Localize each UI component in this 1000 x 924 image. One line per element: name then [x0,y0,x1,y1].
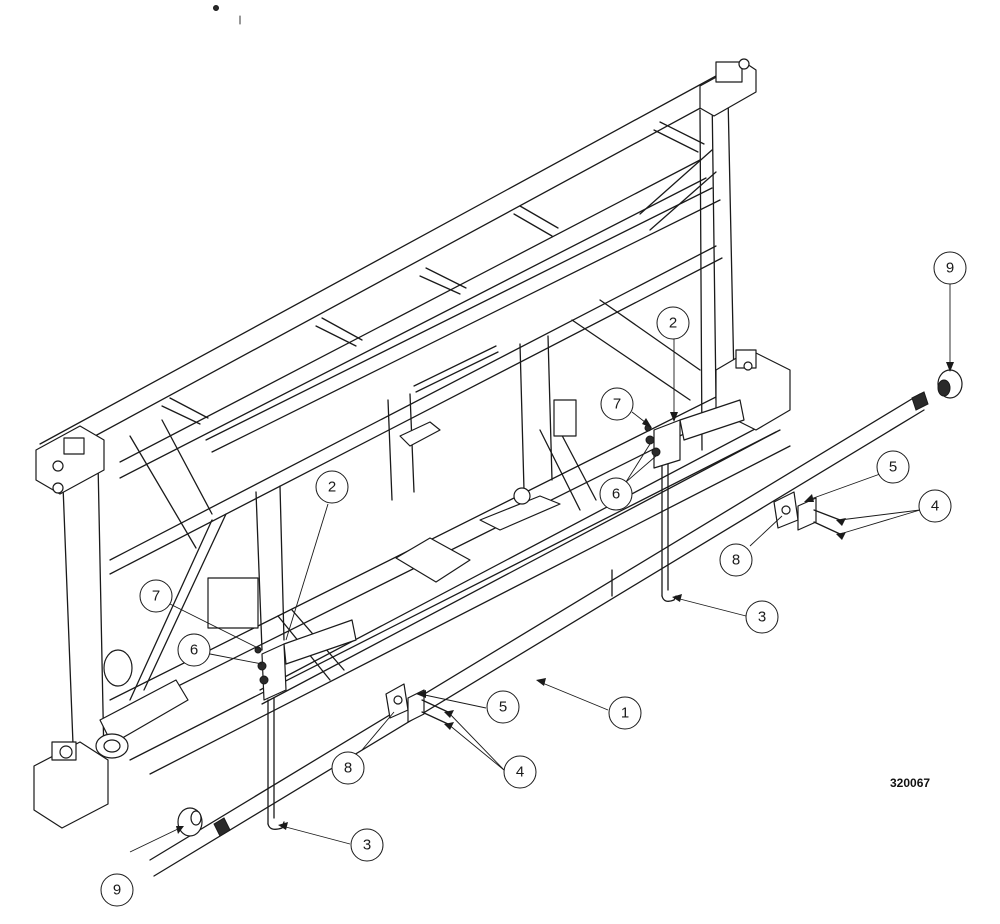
leader-lines [129,284,954,853]
figure-number: 320067 [890,776,931,790]
callout-9-right: 9 [933,251,967,285]
callout-3-left: 3 [350,828,384,862]
callout-label: 6 [190,642,198,659]
lower-left-pivot [33,679,189,829]
callout-label: 7 [152,588,160,605]
callout-8-left: 8 [331,751,365,785]
callout-5-right: 5 [876,450,910,484]
callout-2-left: 2 [315,470,349,504]
callout-label: 9 [113,882,121,899]
left-hinge [35,425,105,495]
end-cap-right [937,369,963,399]
callout-label: 7 [613,396,621,413]
callout-7-left: 7 [139,579,173,613]
callout-label: 8 [344,760,352,777]
right-bracket-assembly [644,399,841,602]
callout-4-left: 4 [503,755,537,789]
callout-6-left: 6 [177,633,211,667]
stray-mark [213,5,219,11]
upper-right-hinge [699,58,757,117]
callout-label: 2 [669,315,677,332]
callout-9-left: 9 [100,873,134,907]
callout-label: 3 [363,837,371,854]
callout-4-right: 4 [918,489,952,523]
callout-label: 9 [946,260,954,277]
callout-label: 4 [931,498,939,515]
boom-frame [39,75,791,775]
callout-1: 1 [608,696,642,730]
callout-label: 6 [612,486,620,503]
callout-label: 4 [516,764,524,781]
callout-label: 8 [732,552,740,569]
end-cap-left [177,807,203,837]
callout-2-right: 2 [656,306,690,340]
spray-boom-tube [149,391,929,877]
left-bracket-assembly [254,619,449,830]
callout-label: 1 [621,705,629,722]
callout-label: 3 [758,609,766,626]
callout-6-right: 6 [599,477,633,511]
callout-3-right: 3 [745,600,779,634]
callout-label: 5 [499,699,507,716]
callout-5-left: 5 [486,690,520,724]
callout-label: 2 [328,479,336,496]
callout-7-right: 7 [600,387,634,421]
callout-8-right: 8 [719,543,753,577]
callout-label: 5 [889,459,897,476]
